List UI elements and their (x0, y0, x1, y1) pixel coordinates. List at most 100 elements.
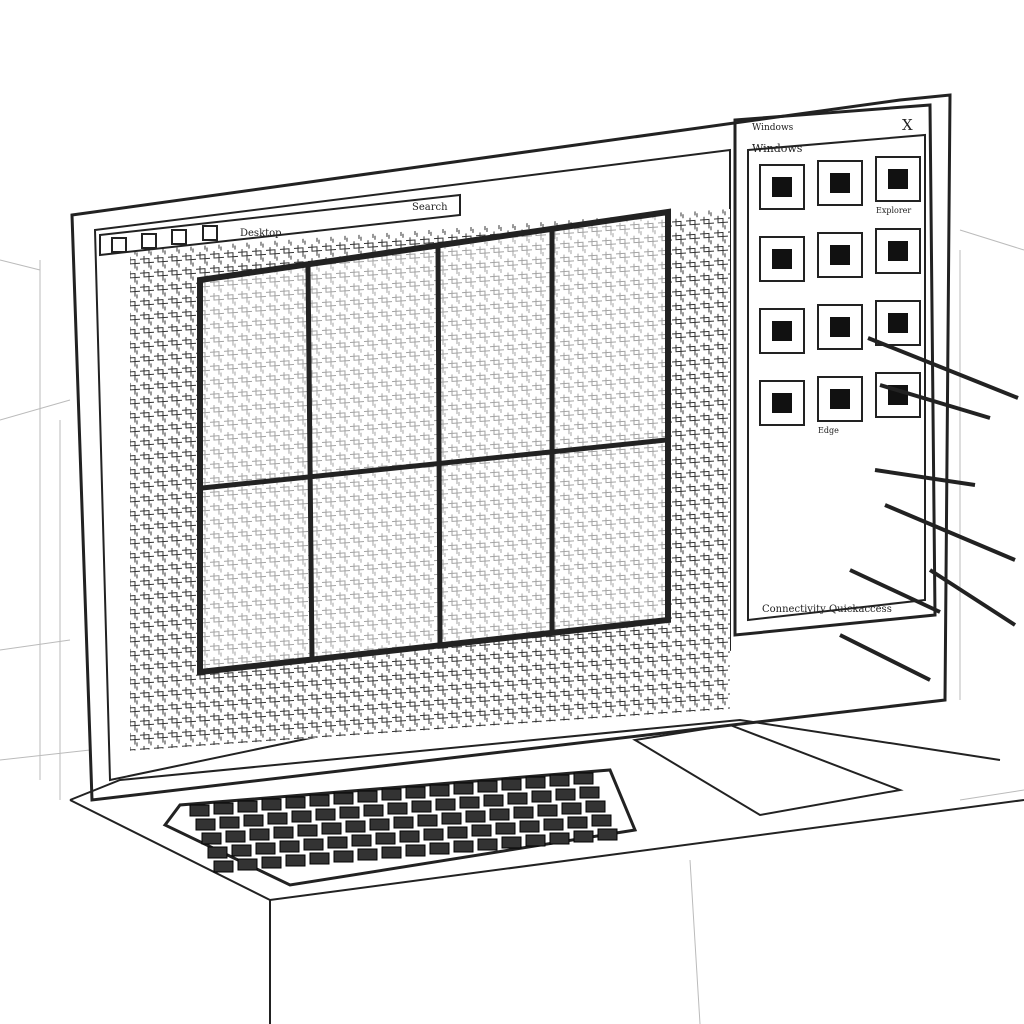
keyboard-key[interactable] (483, 794, 504, 807)
keyboard-key[interactable] (357, 848, 378, 861)
keyboard-key[interactable] (417, 814, 438, 827)
keyboard-key[interactable] (477, 780, 498, 793)
keyboard-key[interactable] (351, 834, 372, 847)
keyboard-key[interactable] (531, 790, 552, 803)
keyboard-key[interactable] (357, 790, 378, 803)
scissors-icon[interactable] (759, 380, 805, 426)
keyboard-key[interactable] (333, 792, 354, 805)
toolbar-button[interactable] (111, 237, 127, 253)
keyboard[interactable] (162, 768, 638, 887)
keyboard-key[interactable] (477, 838, 498, 851)
keyboard-key[interactable] (237, 858, 258, 871)
keyboard-key[interactable] (267, 812, 288, 825)
keyboard-key[interactable] (327, 836, 348, 849)
keyboard-key[interactable] (231, 844, 252, 857)
keyboard-key[interactable] (279, 840, 300, 853)
keyboard-key[interactable] (297, 824, 318, 837)
keyboard-key[interactable] (321, 822, 342, 835)
keyboard-key[interactable] (207, 846, 228, 859)
keyboard-key[interactable] (585, 800, 606, 813)
keyboard-key[interactable] (255, 842, 276, 855)
keyboard-key[interactable] (339, 806, 360, 819)
keyboard-key[interactable] (375, 832, 396, 845)
keyboard-key[interactable] (561, 802, 582, 815)
keyboard-key[interactable] (507, 792, 528, 805)
keyboard-key[interactable] (189, 804, 210, 817)
keyboard-key[interactable] (303, 838, 324, 851)
keyboard-key[interactable] (261, 798, 282, 811)
keyboard-key[interactable] (549, 774, 570, 787)
keyboard-key[interactable] (453, 782, 474, 795)
keyboard-key[interactable] (237, 800, 258, 813)
keyboard-key[interactable] (525, 834, 546, 847)
keyboard-key[interactable] (501, 836, 522, 849)
keyboard-key[interactable] (399, 830, 420, 843)
keyboard-key[interactable] (405, 786, 426, 799)
circle-icon[interactable]: Edge (817, 376, 863, 435)
keyboard-key[interactable] (429, 784, 450, 797)
keyboard-key[interactable] (249, 828, 270, 841)
keyboard-key[interactable] (333, 850, 354, 863)
keyboard-key[interactable] (309, 794, 330, 807)
keyboard-key[interactable] (519, 820, 540, 833)
keyboard-key[interactable] (261, 856, 282, 869)
toolbar-button[interactable] (202, 225, 218, 241)
windows-logo-icon[interactable] (759, 164, 805, 210)
keyboard-key[interactable] (453, 840, 474, 853)
search-label[interactable]: Search (412, 202, 448, 213)
v-logo-icon[interactable] (759, 308, 805, 354)
gear-icon[interactable] (817, 232, 863, 278)
keyboard-key[interactable] (201, 832, 222, 845)
keyboard-key[interactable] (591, 814, 612, 827)
windows-logo-icon[interactable] (817, 304, 863, 350)
keyboard-key[interactable] (363, 804, 384, 817)
keyboard-key[interactable] (381, 788, 402, 801)
keyboard-key[interactable] (435, 798, 456, 811)
keyboard-key[interactable] (219, 816, 240, 829)
keyboard-key[interactable] (369, 818, 390, 831)
user-icon[interactable] (875, 228, 921, 274)
keyboard-key[interactable] (393, 816, 414, 829)
keyboard-key[interactable] (549, 832, 570, 845)
keyboard-key[interactable] (309, 852, 330, 865)
keyboard-key[interactable] (225, 830, 246, 843)
keyboard-key[interactable] (489, 808, 510, 821)
keyboard-key[interactable] (525, 776, 546, 789)
arrow-down-icon[interactable]: Explorer (875, 156, 921, 215)
keyboard-key[interactable] (501, 778, 522, 791)
keyboard-key[interactable] (411, 800, 432, 813)
keyboard-key[interactable] (243, 814, 264, 827)
tab-label[interactable]: Desktop (240, 228, 282, 239)
keyboard-key[interactable] (567, 816, 588, 829)
toolbar-button[interactable] (141, 233, 157, 249)
keyboard-key[interactable] (387, 802, 408, 815)
keyboard-key[interactable] (513, 806, 534, 819)
keyboard-key[interactable] (597, 828, 618, 841)
keyboard-key[interactable] (213, 860, 234, 873)
keyboard-key[interactable] (195, 818, 216, 831)
keyboard-key[interactable] (573, 772, 594, 785)
folder-window-icon[interactable] (817, 160, 863, 206)
keyboard-key[interactable] (465, 810, 486, 823)
keyboard-key[interactable] (213, 802, 234, 815)
keyboard-key[interactable] (429, 842, 450, 855)
keyboard-key[interactable] (471, 824, 492, 837)
keyboard-key[interactable] (381, 846, 402, 859)
keyboard-key[interactable] (345, 820, 366, 833)
close-button[interactable]: X (902, 116, 913, 134)
keyboard-key[interactable] (441, 812, 462, 825)
toolbar-button[interactable] (171, 229, 187, 245)
keyboard-key[interactable] (291, 810, 312, 823)
keyboard-key[interactable] (555, 788, 576, 801)
keyboard-key[interactable] (573, 830, 594, 843)
keyboard-key[interactable] (543, 818, 564, 831)
keyboard-key[interactable] (423, 828, 444, 841)
keyboard-key[interactable] (285, 854, 306, 867)
keyboard-key[interactable] (447, 826, 468, 839)
keyboard-key[interactable] (285, 796, 306, 809)
keyboard-key[interactable] (405, 844, 426, 857)
document-icon[interactable] (759, 236, 805, 282)
windows-grid-icon[interactable] (875, 300, 921, 346)
keyboard-key[interactable] (273, 826, 294, 839)
keyboard-key[interactable] (459, 796, 480, 809)
